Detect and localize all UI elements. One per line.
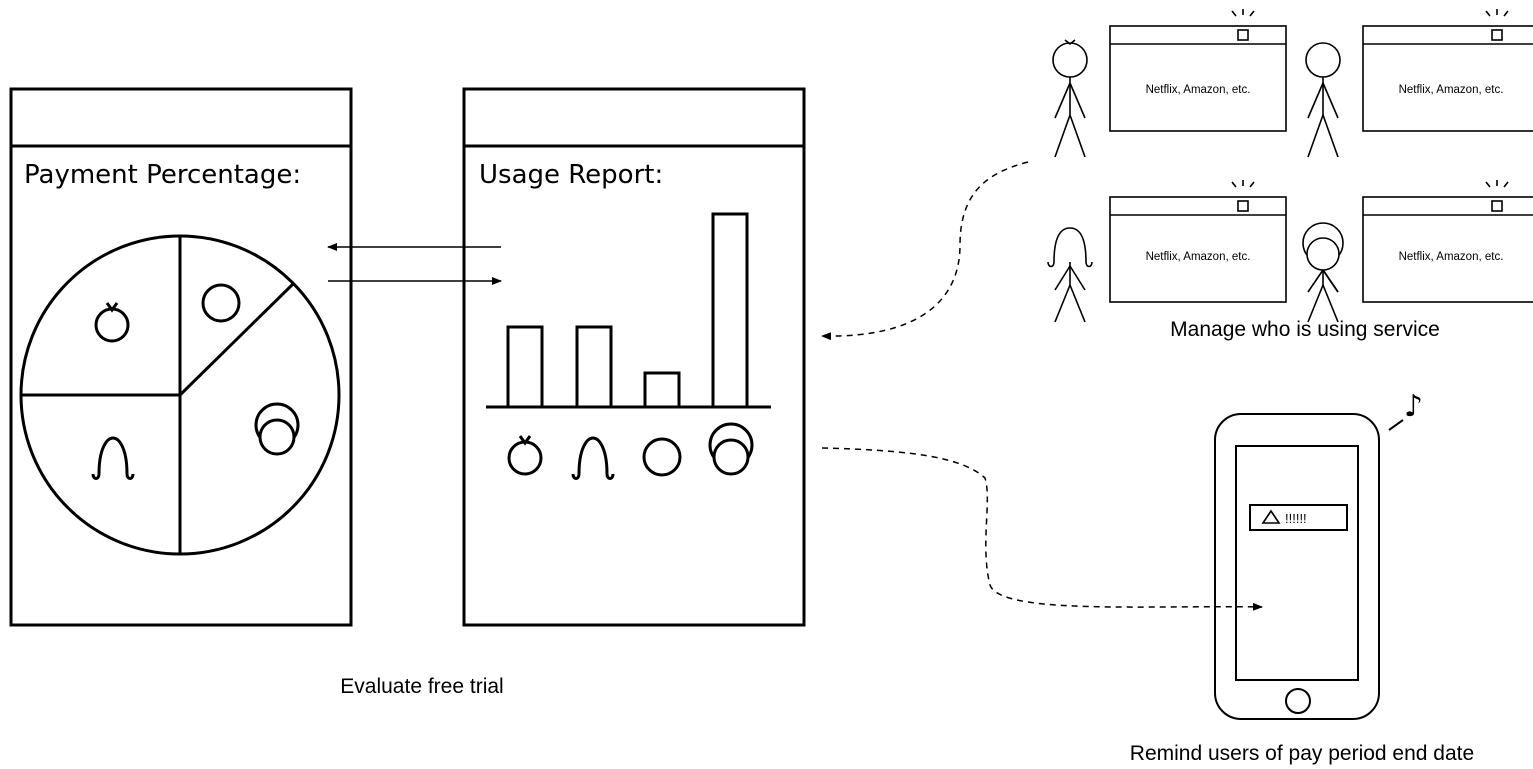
window-close-icon <box>1491 200 1503 212</box>
user-double-circle-icon <box>254 402 300 456</box>
service-window-4 <box>1362 180 1533 303</box>
phone-home-button[interactable] <box>1285 688 1311 714</box>
manage-caption: Manage who is using service <box>1170 318 1440 341</box>
stick-figure-plain <box>1305 42 1341 158</box>
service-window-label: Netflix, Amazon, etc. <box>1399 84 1504 96</box>
service-window-2 <box>1362 9 1533 132</box>
service-window-1 <box>1109 9 1287 132</box>
window-close-icon <box>1237 29 1249 41</box>
usage-panel: Usage Report: <box>462 87 806 627</box>
user-plain-icon <box>201 283 241 323</box>
window-close-icon <box>1237 200 1249 212</box>
user-sprout-icon <box>507 434 543 476</box>
pie-divider-diagonal <box>178 282 295 397</box>
stick-figure-curly-hair <box>1047 227 1093 323</box>
dashed-arrow-to-usage <box>821 161 1029 341</box>
payment-panel-title: Payment Percentage: <box>24 160 301 190</box>
notification-sparkle-icon <box>1231 180 1255 188</box>
service-window-label: Netflix, Amazon, etc. <box>1146 84 1251 96</box>
usage-bar-2 <box>575 325 613 409</box>
usage-bar-4 <box>711 212 749 409</box>
payment-panel-frame <box>9 87 353 627</box>
usage-panel-title: Usage Report: <box>479 160 663 190</box>
usage-bar-1 <box>506 325 544 409</box>
user-curly-hair-icon <box>91 436 135 480</box>
manage-users-group <box>1047 9 1533 323</box>
music-note-icon: ♪ <box>1404 389 1423 424</box>
phone <box>1214 413 1404 720</box>
phone-ring-mark <box>1388 419 1404 431</box>
user-double-circle-icon <box>708 422 754 476</box>
remind-caption: Remind users of pay period end date <box>1130 742 1474 765</box>
phone-alert-banner[interactable] <box>1249 504 1348 531</box>
window-close-icon <box>1491 29 1503 41</box>
usage-panel-frame <box>462 87 806 627</box>
user-sprout-icon <box>94 301 130 343</box>
phone-alert-text: !!!!!! <box>1285 511 1307 526</box>
phone-screen <box>1235 445 1359 681</box>
phone-body <box>1214 413 1380 720</box>
notification-sparkle-icon <box>1231 9 1255 17</box>
payment-panel: Payment Percentage: <box>9 87 353 627</box>
notification-sparkle-icon <box>1485 180 1509 188</box>
user-curly-hair-icon <box>571 436 615 480</box>
evaluate-caption: Evaluate free trial <box>340 675 503 698</box>
service-window-label: Netflix, Amazon, etc. <box>1146 251 1251 263</box>
stick-figure-double-circle <box>1302 222 1344 323</box>
stick-figure-sprout <box>1052 39 1088 158</box>
notification-sparkle-icon <box>1485 9 1509 17</box>
dashed-arrow-to-phone <box>821 447 1263 611</box>
service-window-3 <box>1109 180 1287 303</box>
service-window-labels: Netflix, Amazon, etc. Netflix, Amazon, e… <box>1146 84 1504 263</box>
payment-pie-chart <box>19 234 341 556</box>
service-window-label: Netflix, Amazon, etc. <box>1399 251 1504 263</box>
warning-icon <box>1261 509 1281 524</box>
usage-bar-chart <box>486 212 771 409</box>
user-plain-icon <box>642 437 682 477</box>
usage-bar-3 <box>643 371 681 409</box>
